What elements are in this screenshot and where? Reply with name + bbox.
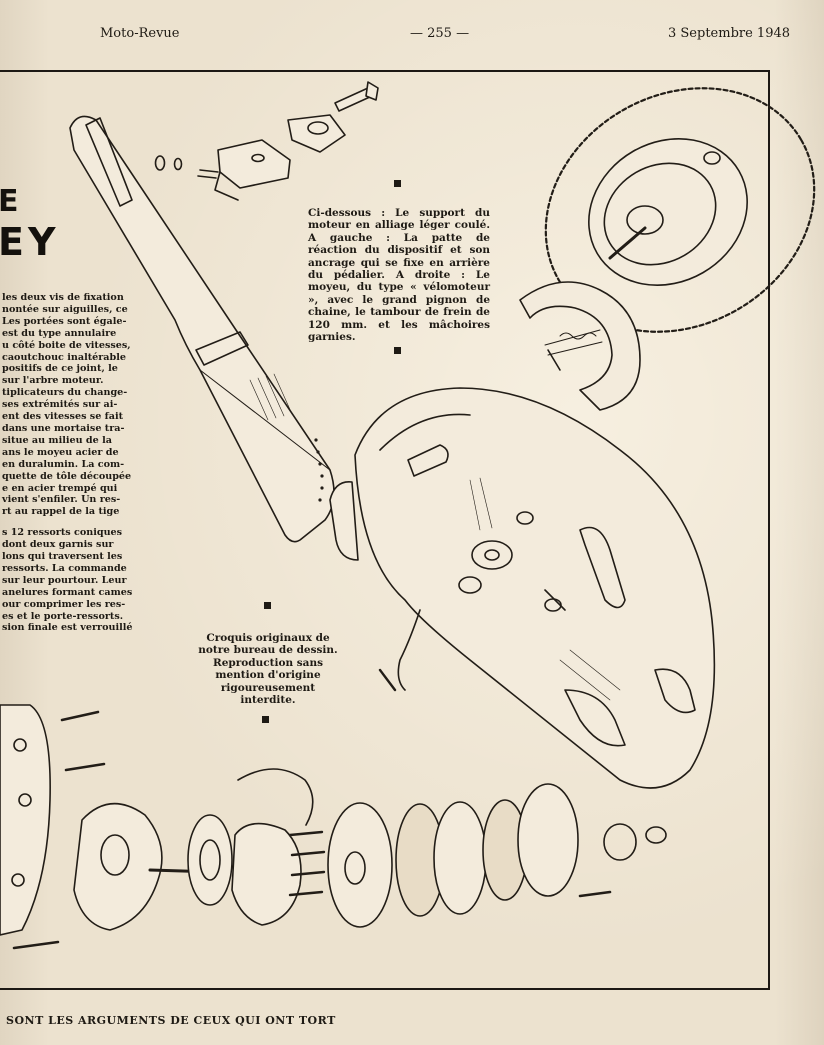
article-line: sion finale est verrouillé bbox=[2, 622, 133, 634]
article-line: quette de tôle découpée bbox=[2, 470, 132, 482]
article-line: lons qui traversent les bbox=[2, 551, 123, 563]
article-line: ses extrémités sur ai- bbox=[2, 399, 118, 411]
article-line: our comprimer les res- bbox=[2, 598, 126, 610]
article-line: sur leur pourtour. Leur bbox=[2, 574, 127, 586]
brake-shoes-illustration bbox=[519, 281, 641, 411]
article-frame bbox=[0, 70, 770, 990]
article-line: s 12 ressorts coniques bbox=[2, 527, 123, 539]
article-body: les deux vis de fixation nontée sur aigu… bbox=[2, 292, 140, 634]
article-line: est du type annulaire bbox=[2, 327, 117, 339]
caption-bullet bbox=[264, 602, 271, 609]
article-line: situe au milieu de la bbox=[2, 434, 112, 446]
article-line: rt au rappel de la tige bbox=[2, 506, 120, 518]
headline-line-2: EY bbox=[0, 220, 60, 264]
caption-top: Ci-dessous : Le support du moteur en all… bbox=[308, 207, 490, 344]
article-line: es et le porte-ressorts. bbox=[2, 610, 124, 622]
motor-support-plate-illustration bbox=[329, 387, 716, 789]
article-line: dans une mortaise tra- bbox=[2, 422, 125, 434]
reaction-arm-illustration bbox=[69, 115, 335, 543]
article-line: sur l'arbre moteur. bbox=[2, 375, 104, 387]
article-line: en duralumin. La com- bbox=[2, 458, 125, 470]
issue-date: 3 Septembre 1948 bbox=[668, 26, 791, 41]
bracket-parts-illustration bbox=[154, 81, 379, 201]
article-line: positifs de ce joint, le bbox=[2, 363, 118, 375]
footer-slogan: SONT LES ARGUMENTS DE CEUX QUI ONT TORT bbox=[6, 1014, 336, 1027]
sprocket-hub-illustration bbox=[544, 87, 816, 333]
caption-bullet bbox=[262, 716, 269, 723]
article-line: e en acier trempé qui bbox=[2, 482, 118, 494]
article-line: caoutchouc inaltérable bbox=[2, 351, 126, 363]
caption-bullet bbox=[394, 180, 401, 187]
article-line: vient s'enfiler. Un res- bbox=[2, 494, 121, 506]
article-line: u côté boite de vitesses, bbox=[2, 339, 131, 351]
clutch-assembly-illustration bbox=[0, 704, 667, 950]
caption-bottom: Croquis originaux de notre bureau de des… bbox=[198, 632, 338, 707]
page-number: — 255 — bbox=[410, 26, 470, 41]
caption-bullet bbox=[394, 347, 401, 354]
article-line: Les portées sont égale- bbox=[2, 315, 127, 327]
headline-line-1: E bbox=[0, 184, 19, 219]
paragraph-gap bbox=[2, 518, 140, 527]
journal-name: Moto-Revue bbox=[100, 26, 180, 41]
article-line: les deux vis de fixation bbox=[2, 292, 124, 303]
article-line: ent des vitesses se fait bbox=[2, 411, 124, 423]
article-line: tiplicateurs du change- bbox=[2, 387, 128, 399]
page-header: Moto-Revue — 255 — 3 Septembre 1948 bbox=[0, 22, 824, 48]
article-line: nontée sur aiguilles, ce bbox=[2, 303, 128, 315]
article-line: ressorts. La commande bbox=[2, 562, 127, 574]
article-line: dont deux garnis sur bbox=[2, 539, 114, 551]
article-line: anelures formant cames bbox=[2, 586, 133, 598]
article-line: ans le moyeu acier de bbox=[2, 446, 119, 458]
